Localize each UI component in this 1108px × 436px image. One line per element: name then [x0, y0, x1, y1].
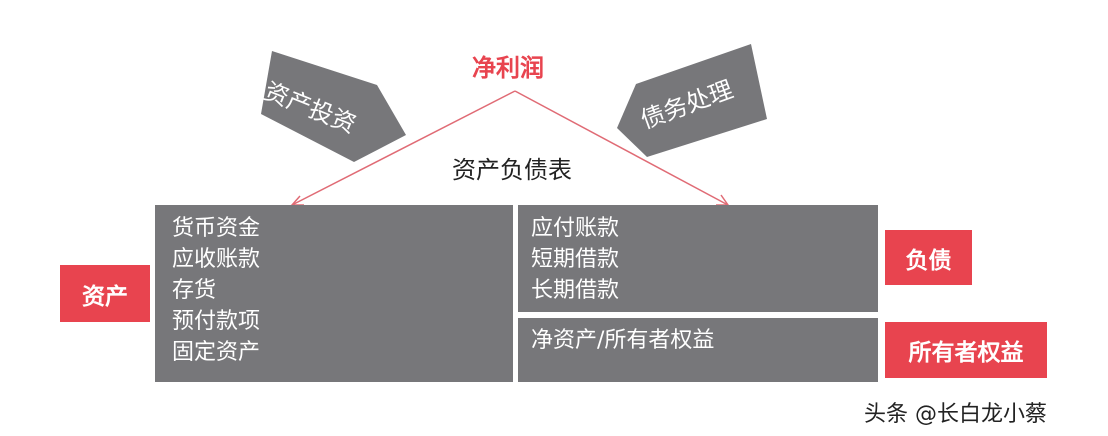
liability-item: 长期借款: [531, 278, 620, 303]
equity-item: 净资产/所有者权益: [531, 328, 715, 353]
equity-tag: 所有者权益: [885, 322, 1047, 378]
asset-item: 货币资金: [172, 216, 261, 241]
asset-item: 存货: [172, 278, 217, 303]
asset-investment-arrow-shape: [261, 51, 406, 162]
equity-box: 净资产/所有者权益: [518, 318, 878, 382]
watermark: 头条 @长白龙小蔡: [864, 402, 1047, 427]
assets-tag: 资产: [60, 265, 150, 322]
liability-item: 短期借款: [531, 247, 620, 272]
asset-item: 固定资产: [172, 340, 261, 365]
asset-item: 预付款项: [172, 309, 261, 334]
liabilities-box: 应付账款 短期借款 长期借款: [518, 205, 878, 312]
balance-sheet-title: 资产负债表: [452, 156, 572, 184]
assets-box: 货币资金 应收账款 存货 预付款项 固定资产: [155, 205, 513, 382]
net-profit-title: 净利润: [472, 54, 544, 82]
debt-handling-arrow-shape: [617, 44, 767, 157]
liabilities-tag: 负债: [885, 230, 972, 285]
liability-item: 应付账款: [531, 216, 620, 241]
asset-item: 应收账款: [172, 247, 261, 272]
